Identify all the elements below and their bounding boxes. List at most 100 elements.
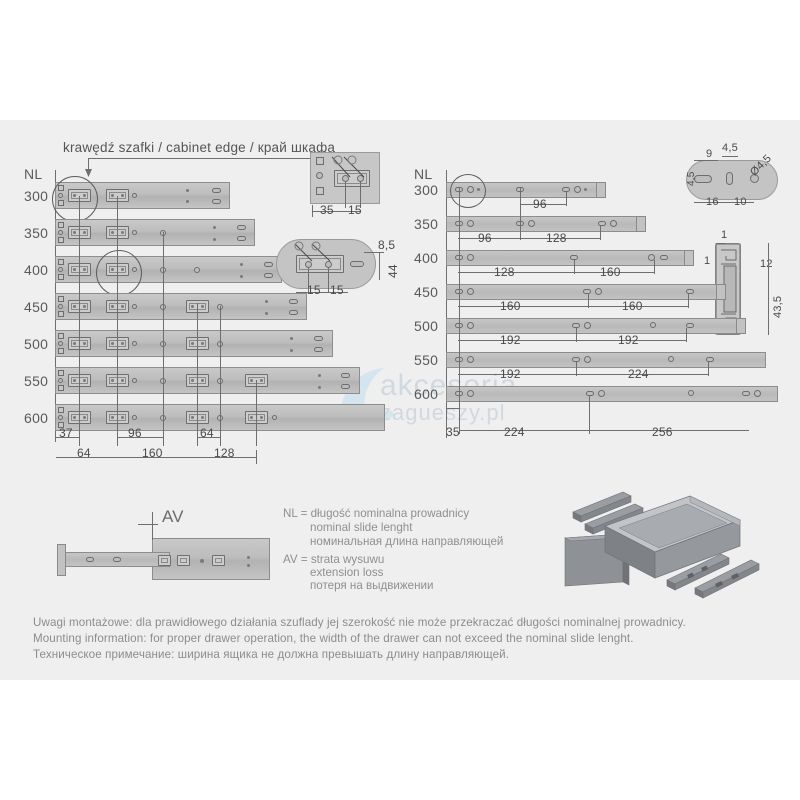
rail-450-dot-far-b bbox=[265, 312, 268, 315]
extension-line-l2 bbox=[117, 196, 118, 446]
right-rail-500-hole-c bbox=[650, 322, 656, 328]
right-dim-450-160b: 160 bbox=[622, 299, 643, 313]
right-rail-450-slot-c bbox=[686, 289, 694, 294]
right-rail-450-hole-b bbox=[595, 288, 602, 295]
rail-500-bracket-1-dot-b bbox=[83, 342, 86, 345]
right-rail-500-endcap bbox=[736, 318, 746, 334]
av-dot-2 bbox=[247, 556, 250, 559]
right-rail-600-hole-d bbox=[754, 390, 761, 397]
rail-550-bracket-3-dot-a bbox=[191, 379, 194, 382]
rail-300-dot-far-b bbox=[186, 200, 189, 203]
right-ext-400-b bbox=[654, 260, 655, 274]
detail-tr-dim-9: 9 bbox=[706, 148, 713, 160]
rail-400-hole-c bbox=[194, 267, 200, 273]
rail-450-sq-top bbox=[58, 296, 64, 302]
right-rail-550-hole-a bbox=[467, 356, 474, 363]
watermark-line2: zagueszy.pl bbox=[380, 400, 506, 425]
detail-tr-dimline-45 bbox=[722, 156, 738, 157]
rail-500-sq-top bbox=[58, 333, 64, 339]
rail-550-endslot-b bbox=[341, 384, 350, 389]
detail-tm-bracket-hole-b bbox=[357, 175, 364, 182]
av-bracket-1 bbox=[158, 555, 171, 566]
right-rail-600-hole-b bbox=[598, 390, 605, 397]
right-dimline-400-a bbox=[458, 272, 574, 273]
rail-600-bracket-4-dot-a bbox=[250, 416, 253, 419]
callout-circle-left-1 bbox=[52, 176, 98, 222]
rail-550-bracket-4-dot-a bbox=[250, 379, 253, 382]
rail-600-bracket-1-dot-b bbox=[83, 416, 86, 419]
rail-500-sq-bot bbox=[58, 348, 64, 354]
right-dimline-500-a bbox=[458, 340, 576, 341]
detail-mid-dimline bbox=[296, 292, 348, 293]
detail-tr-hole-mid bbox=[726, 172, 733, 185]
right-row-label-600: 600 bbox=[414, 386, 439, 402]
legend-av-line2: extension loss bbox=[310, 566, 384, 579]
rail-300-dot-far-a bbox=[186, 189, 189, 192]
detail-tr-hole-right bbox=[750, 174, 759, 183]
extension-line-l1 bbox=[79, 196, 80, 446]
right-row-label-400: 400 bbox=[414, 250, 439, 266]
right-ext-500-a bbox=[576, 328, 577, 342]
right-dim-350-128: 128 bbox=[546, 231, 567, 245]
rail-600-bracket-4-dot-b bbox=[260, 416, 263, 419]
detail-mid-ext-2 bbox=[328, 268, 329, 292]
right-rail-300-dot-b bbox=[584, 188, 587, 191]
detail-tm-dim-35: 35 bbox=[320, 203, 334, 217]
rail-550-bracket-1-dot-b bbox=[83, 379, 86, 382]
rail-350-sq-top bbox=[58, 222, 64, 228]
detail-tm-dimline-35 bbox=[312, 211, 345, 212]
rail-550-bracket-2-dot-b bbox=[121, 379, 124, 382]
extension-line-l4 bbox=[197, 303, 198, 446]
rail-550-sq-bot bbox=[58, 385, 64, 391]
right-ext-400-a bbox=[574, 260, 575, 274]
detail-tr-dimline-9 bbox=[694, 160, 718, 161]
rail-450-bracket-3-dot-b bbox=[201, 305, 204, 308]
rail-300-endslot-b bbox=[212, 199, 221, 204]
right-dim-400-160: 160 bbox=[600, 265, 621, 279]
av-ext-line bbox=[152, 512, 153, 540]
detail-mid-dim-15a: 15 bbox=[307, 283, 321, 297]
right-rail-400-slot-b bbox=[570, 255, 578, 260]
detail-mid-dim-15b: 15 bbox=[330, 283, 344, 297]
detail-section-dim-1-left: 1 bbox=[704, 255, 711, 267]
av-inner-mark-1 bbox=[86, 557, 94, 562]
right-dim-500-192b: 192 bbox=[618, 333, 639, 347]
rail-450-bracket-1-dot-b bbox=[83, 305, 86, 308]
detail-mid-dim-85: 8,5 bbox=[378, 238, 396, 252]
callout-circle-right bbox=[450, 174, 486, 208]
right-rail-450-endcap bbox=[716, 284, 726, 300]
rail-450-endslot-a bbox=[289, 299, 298, 304]
detail-tr-dim-10: 10 bbox=[734, 196, 747, 208]
rail-450-hole-a bbox=[132, 304, 137, 309]
right-ext-global-1 bbox=[459, 188, 460, 434]
rail-350-endslot-b bbox=[237, 236, 246, 241]
extension-line-l6 bbox=[256, 380, 257, 446]
rail-500-dot-far-a bbox=[290, 337, 293, 340]
right-ext-550-b bbox=[708, 362, 709, 376]
rail-350-bracket-2-dot-b bbox=[121, 231, 124, 234]
rail-450 bbox=[55, 293, 307, 320]
right-rail-350-hole-b bbox=[528, 220, 535, 227]
rail-450-endslot-b bbox=[289, 310, 298, 315]
rail-450-bracket-1-dot-a bbox=[73, 305, 76, 308]
rail-600-hole-a bbox=[132, 415, 137, 420]
rail-350-hole-a bbox=[132, 230, 137, 235]
detail-tm-ext-1 bbox=[345, 182, 346, 208]
detail-section-dimline-435 bbox=[768, 243, 769, 335]
rail-600-hole-mid bbox=[58, 415, 63, 420]
right-dimline-550-b bbox=[576, 374, 708, 375]
right-rail-600-slot-c bbox=[742, 391, 750, 396]
right-dim-450-160a: 160 bbox=[500, 299, 521, 313]
right-dim-400-128: 128 bbox=[494, 265, 515, 279]
rail-350-bracket-2-dot-a bbox=[111, 231, 114, 234]
right-row-label-500: 500 bbox=[414, 318, 439, 334]
drawer-assembly-illustration bbox=[545, 490, 795, 605]
rail-450-bracket-3-dot-a bbox=[191, 305, 194, 308]
right-ext-500-b bbox=[686, 328, 687, 342]
dim-left-96: 96 bbox=[128, 426, 142, 440]
extension-line-l3 bbox=[163, 232, 164, 446]
detail-tm-ext-2 bbox=[360, 182, 361, 208]
header-leader-line bbox=[88, 158, 334, 159]
rail-600-bracket-3-dot-a bbox=[191, 416, 194, 419]
detail-tr-slot-left bbox=[694, 175, 712, 183]
